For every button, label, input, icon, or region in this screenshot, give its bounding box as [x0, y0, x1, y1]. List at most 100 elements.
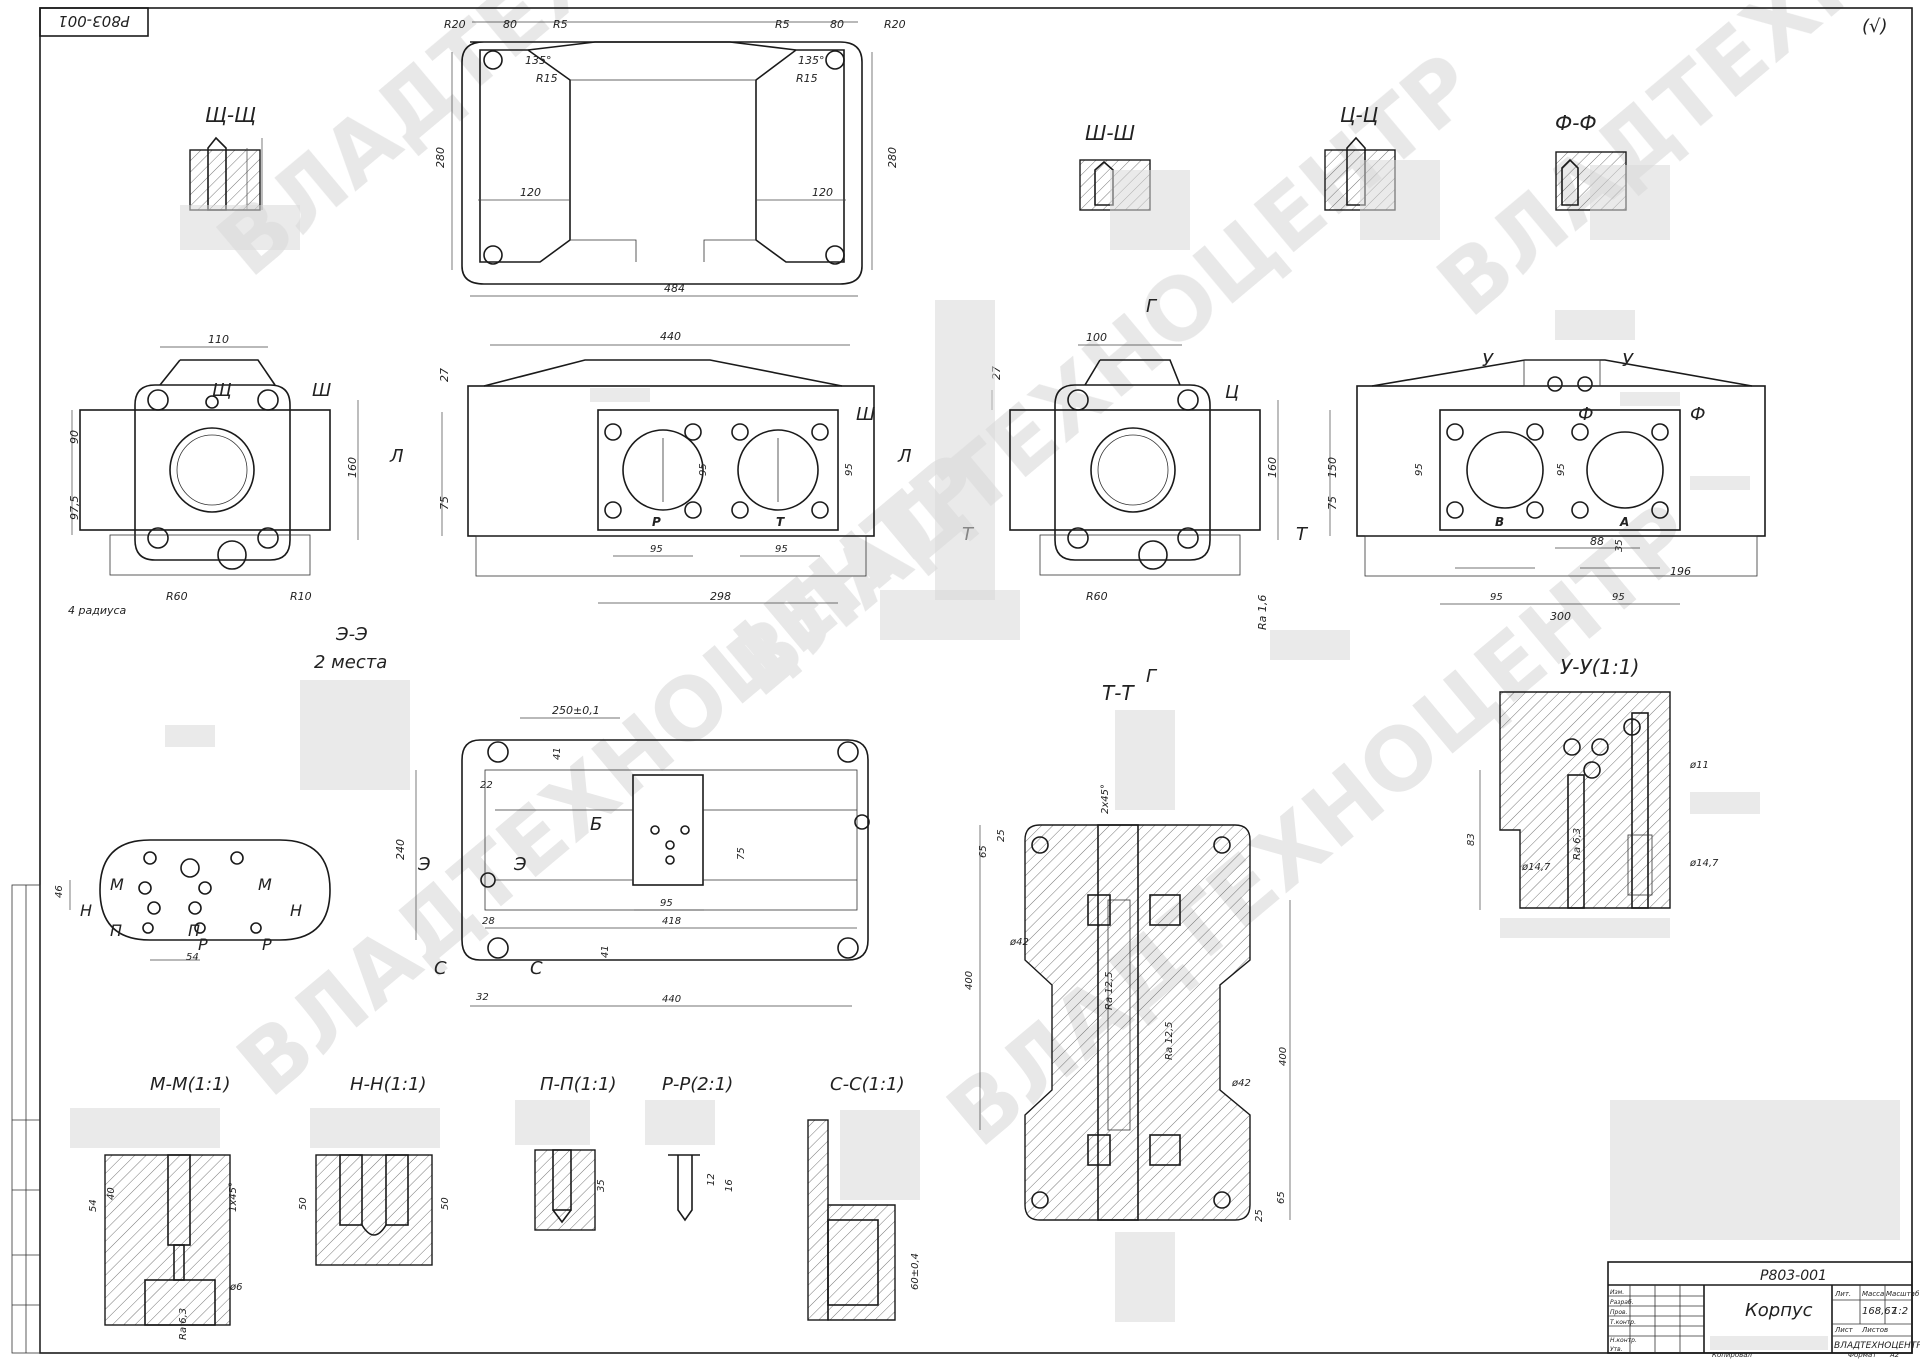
sheet-code-rotated: P803-001 — [58, 12, 130, 30]
marker-u-right: У — [1622, 350, 1634, 371]
dim-r15-right: R15 — [796, 72, 818, 85]
marker-e-left: Э — [417, 854, 431, 875]
section-title-sh-mid: Ш-Ш — [1085, 121, 1135, 145]
ra-12-5-b: Ra 12,5 — [1164, 1021, 1175, 1060]
marker-s-right: С — [530, 958, 543, 979]
marker-p-left: П — [110, 921, 122, 940]
section-p-p: П-П(1:1) 35 — [515, 1074, 617, 1231]
marker-r-left: Р — [198, 935, 208, 954]
port-label-v: В — [1495, 515, 1504, 529]
title-row-utv: Утв. — [1610, 1346, 1623, 1353]
dim-440-plan: 440 — [662, 994, 681, 1005]
detail-e-e: Э-Э 2 места — [300, 624, 410, 790]
marker-m-right: М — [258, 875, 272, 894]
section-title-nn: Н-Н(1:1) — [350, 1074, 427, 1095]
dim-160-left: 160 — [346, 457, 359, 478]
section-title-tt: Т-Т — [1102, 681, 1135, 705]
dim-150: 150 — [1326, 457, 1339, 478]
dim-90: 90 — [68, 430, 81, 444]
marker-p-right: П — [188, 921, 200, 940]
dim-280-left: 280 — [434, 147, 447, 168]
section-title-ss: С-С(1:1) — [830, 1074, 905, 1095]
dim-95-rd: 95 — [1612, 592, 1625, 603]
title-row-prov: Пров. — [1610, 1309, 1628, 1316]
section-r-r: Р-Р(2:1) 12 16 — [645, 1074, 735, 1222]
dim-r20-left: R20 — [444, 18, 466, 31]
section-title-ts: Ц-Ц — [1340, 103, 1378, 127]
dim-d14-7-right: ø14,7 — [1689, 858, 1719, 869]
title-row-nkontr: Н.контр. — [1610, 1337, 1637, 1344]
dim-300: 300 — [1550, 610, 1571, 623]
dim-75-plan: 75 — [736, 847, 747, 860]
dim-160-side: 160 — [1266, 457, 1279, 478]
ra-6-3-uu: Ra 6,3 — [1572, 828, 1583, 860]
dim-22: 22 — [480, 780, 493, 791]
dim-418: 418 — [662, 916, 681, 927]
title-row-razrab: Разраб. — [1610, 1299, 1634, 1306]
dim-12-rr: 12 — [706, 1173, 717, 1186]
dim-135-left: 135° — [525, 54, 552, 67]
title-row-tkontr: Т.контр. — [1610, 1319, 1636, 1326]
title-col-sheet: Лист — [1834, 1326, 1854, 1334]
title-format: А2 — [1889, 1351, 1900, 1359]
section-shch-shch-left: Щ-Щ — [180, 103, 300, 250]
dim-95-rb: 95 — [1556, 463, 1567, 476]
marker-n-right: Н — [290, 901, 302, 920]
marker-n-left: Н — [80, 901, 92, 920]
section-n-n: Н-Н(1:1) 50 50 — [298, 1074, 451, 1266]
dim-50-nn-left: 50 — [298, 1197, 309, 1210]
marker-u-left: У — [1482, 350, 1494, 371]
dim-r60-side: R60 — [1086, 590, 1108, 603]
roughness-mark: (√) — [1862, 16, 1888, 37]
marker-f-right: Ф — [1690, 404, 1706, 425]
dim-298: 298 — [710, 590, 731, 603]
dim-75-right: 75 — [1326, 496, 1339, 510]
title-mass: 168,67 — [1862, 1306, 1898, 1317]
title-col-lit: Лит. — [1834, 1290, 1851, 1298]
marker-r-right: Р — [262, 935, 272, 954]
section-s-s: С-С(1:1) 60±0,4 — [807, 1074, 921, 1321]
section-title-pp: П-П(1:1) — [540, 1074, 617, 1095]
port-label-t: Т — [776, 515, 785, 529]
dim-54-mm: 54 — [88, 1199, 99, 1212]
plate-detail: 54 46 М М Н Н П П Р Р — [54, 725, 331, 963]
side-mid-view: 100 27 160 R60 Ra 1,6 Ц Т Т Г Г — [880, 296, 1350, 687]
port-label-a: А — [1619, 515, 1629, 529]
title-part-name: Корпус — [1745, 1300, 1813, 1321]
front-main-view: 440 27 75 95 95 95 95 298 Р Т Л Л Ш — [389, 330, 912, 604]
marker-e-right: Э — [513, 854, 527, 875]
dim-28: 28 — [482, 916, 495, 927]
dim-32: 32 — [476, 992, 489, 1003]
dim-65-top: 65 — [978, 845, 989, 858]
sheet-border — [39, 7, 1913, 1354]
section-title-uu: У-У(1:1) — [1560, 655, 1639, 679]
marker-shch: Щ — [212, 380, 232, 401]
dim-95-rc: 95 — [1490, 592, 1503, 603]
dim-d6-mm: ø6 — [229, 1282, 242, 1293]
dim-41-top: 41 — [552, 747, 563, 760]
dim-440-front: 440 — [660, 330, 681, 343]
dim-d42-right: ø42 — [1231, 1078, 1251, 1089]
section-subtitle-ee: 2 места — [314, 652, 387, 673]
ra-12-5-a: Ra 12,5 — [1104, 971, 1115, 1010]
dim-d42-left: ø42 — [1009, 937, 1029, 948]
dim-110: 110 — [208, 333, 229, 346]
title-col-sheets: Листов — [1861, 1326, 1888, 1334]
dim-35-pp: 35 — [596, 1179, 607, 1192]
dim-135-right: 135° — [798, 54, 825, 67]
title-doc-code: P803-001 — [1760, 1268, 1827, 1284]
dim-50-nn-right: 50 — [440, 1197, 451, 1210]
section-title-ee: Э-Э — [335, 624, 368, 645]
dim-60-ss: 60±0,4 — [910, 1253, 921, 1290]
dim-250: 250±0,1 — [552, 704, 600, 717]
dim-80-left: 80 — [503, 18, 517, 31]
dim-16-rr: 16 — [724, 1179, 735, 1192]
ra-6-3-mm: Ra 6,3 — [178, 1308, 189, 1340]
marker-l-right: Л — [897, 446, 912, 467]
section-sh-sh-mid: Ш-Ш — [1079, 121, 1190, 250]
title-scale: 1:2 — [1892, 1306, 1908, 1317]
dim-280-right: 280 — [886, 147, 899, 168]
marker-ts: Ц — [1225, 382, 1239, 403]
marker-l-left: Л — [389, 446, 404, 467]
section-f-f: Ф-Ф — [1555, 111, 1670, 240]
